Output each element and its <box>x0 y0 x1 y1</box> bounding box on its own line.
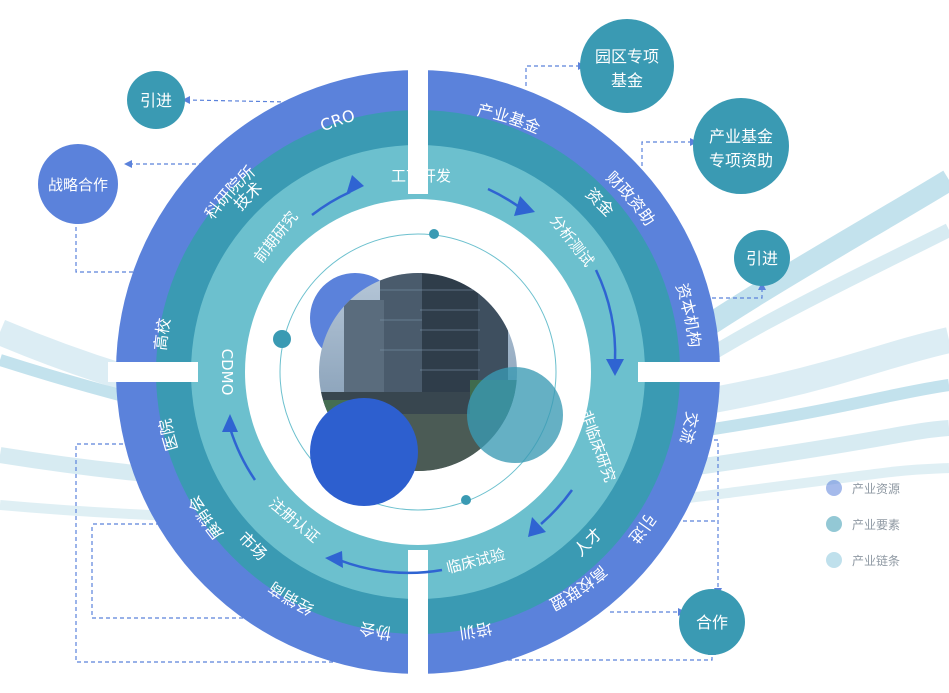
orbit-circle <box>279 233 557 511</box>
label-process-development: 工艺开发 <box>391 167 451 185</box>
side-bubbles: 引进 战略合作 园区专项 基金 产业基金 专项资助 引进 合作 <box>38 19 790 655</box>
svg-text:高校: 高校 <box>151 317 174 352</box>
legend-label-elements: 产业要素 <box>852 517 901 532</box>
legend-dot-chain <box>826 552 842 568</box>
legend: 产业资源 产业要素 产业链条 <box>826 478 900 586</box>
bubble-park-fund <box>580 19 674 113</box>
bubble-strategic-cooperation-text: 战略合作 <box>48 176 108 194</box>
link-hospital-left <box>75 443 360 663</box>
arrow-head-4 <box>528 517 546 537</box>
link-fund-park <box>525 65 580 86</box>
bubble-cooperation <box>679 589 745 655</box>
link-capital-introduce <box>698 288 763 299</box>
link-exchange-cooperation <box>700 439 719 590</box>
legend-dot-resources <box>826 480 842 496</box>
bubble-introduce-top-text: 引进 <box>140 91 172 110</box>
bubble-park-fund-text-2: 基金 <box>611 71 643 90</box>
legend-item-resources: 产业资源 <box>826 478 900 498</box>
link-training-cooperation <box>480 653 713 661</box>
bubble-strategic-cooperation <box>38 144 118 224</box>
legend-dot-elements <box>826 516 842 532</box>
orbit-dot-left <box>273 330 291 348</box>
link-university-strategy <box>75 205 140 273</box>
label-university: 高校 <box>151 317 174 352</box>
bubble-introduce-right-text: 引进 <box>746 249 778 268</box>
legend-label-resources: 产业资源 <box>852 481 901 496</box>
arrow-head-6 <box>222 414 238 432</box>
overlay-circle-teal <box>467 367 563 463</box>
label-cdmo: CDMO <box>218 349 236 396</box>
orbit-dot-top <box>429 229 439 239</box>
arrow-head-3 <box>606 359 624 376</box>
legend-label-chain: 产业链条 <box>852 553 901 568</box>
legend-item-chain: 产业链条 <box>826 550 900 570</box>
bubble-industry-fund-text-1: 产业基金 <box>709 127 773 146</box>
arrow-heads <box>222 175 624 568</box>
separator-right <box>638 362 728 382</box>
bubble-industry-fund-text-2: 专项资助 <box>709 151 773 170</box>
link-cro-introduce <box>187 99 289 103</box>
separator-top <box>408 62 428 194</box>
bubble-introduce-right <box>734 230 790 286</box>
legend-item-elements: 产业要素 <box>826 514 900 534</box>
bubble-introduce-top <box>127 71 185 129</box>
arrow-head-5 <box>325 551 343 568</box>
arrow-head-1 <box>346 175 364 195</box>
dashed-connectors <box>75 65 763 663</box>
bubble-industry-fund <box>693 98 789 194</box>
core-circle-blue <box>310 398 418 506</box>
link-distributor-left <box>91 524 250 619</box>
arrow-head-2 <box>514 196 535 216</box>
separator-left <box>108 362 198 382</box>
bubble-park-fund-text-1: 园区专项 <box>595 47 659 66</box>
separator-bottom <box>408 550 428 682</box>
link-fiscal-industryfund <box>641 141 692 166</box>
bubble-cooperation-text: 合作 <box>696 613 728 632</box>
orbit-dot-bottom <box>461 495 471 505</box>
